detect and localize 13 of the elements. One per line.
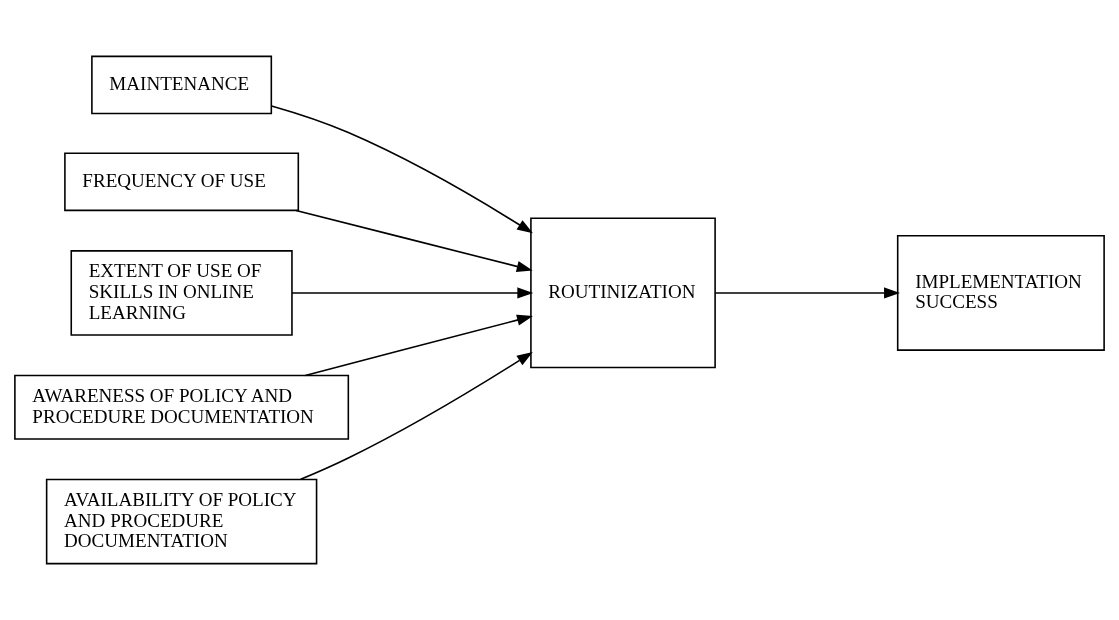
arrow bbox=[714, 287, 900, 299]
node-box: IMPLEMENTATION SUCCESS bbox=[896, 234, 1105, 351]
node-box: AWARENESS OF POLICY AND PROCEDURE DOCUMENTATION bbox=[14, 374, 350, 440]
node-box: MAINTENANCE bbox=[91, 55, 273, 115]
arrow bbox=[270, 105, 533, 234]
node-box: AVAILABILITY OF POLICY AND PROCEDURE DOCUMENTATION bbox=[45, 478, 318, 565]
arrow bbox=[304, 314, 533, 377]
node-box: FREQUENCY OF USE bbox=[64, 152, 300, 212]
arrow bbox=[295, 209, 533, 272]
node-box: EXTENT OF USE OF SKILLS IN ONLINE LEARNING bbox=[70, 250, 293, 336]
node-box: ROUTINIZATION bbox=[530, 217, 716, 369]
arrow bbox=[291, 287, 534, 299]
arrow bbox=[299, 352, 533, 481]
